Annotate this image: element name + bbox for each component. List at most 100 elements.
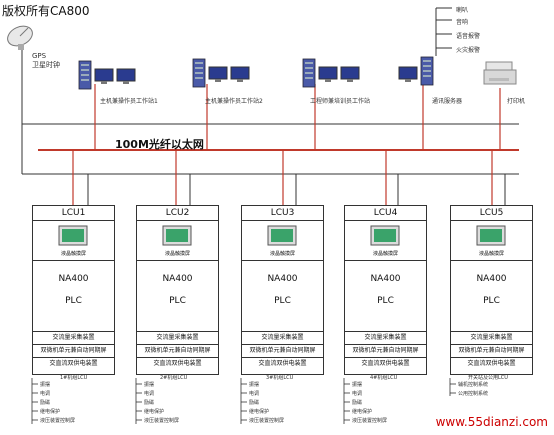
controller-model: NA400 bbox=[267, 274, 298, 284]
lcu-5: LCU5 液晶触摸屏 NA400 PLC 交流量采集装置 双微机单元兼自动同期屏… bbox=[450, 205, 533, 375]
lcu-bottom-item: 公用控制系统 bbox=[458, 391, 489, 397]
lcu-bottom-item: 液压装置控制屏 bbox=[352, 418, 388, 424]
lcu-row: 交直流双供电装置 bbox=[242, 357, 323, 371]
lcu-row: 交流量采集装置 bbox=[137, 331, 218, 345]
lcu-title: LCU3 bbox=[270, 208, 295, 218]
network-label: 100M光纤以太网 bbox=[115, 138, 204, 151]
touch-screen-icon bbox=[162, 225, 192, 246]
alarm-item-sound: 音响 bbox=[456, 19, 469, 26]
plc-label: PLC bbox=[169, 296, 186, 306]
gps-line2: 卫星时钟 bbox=[32, 61, 60, 69]
monitor-icon bbox=[116, 68, 136, 84]
touch-screen-icon bbox=[58, 225, 88, 246]
communication-server bbox=[398, 56, 438, 96]
plc-label: PLC bbox=[377, 296, 394, 306]
lcu-row: 双微机单元兼自动同期屏 bbox=[451, 344, 532, 358]
lcu-bottom-item: 电调 bbox=[352, 391, 363, 397]
alarm-item-horn: 喇叭 bbox=[456, 7, 469, 14]
touch-screen-label: 液晶触摸屏 bbox=[60, 251, 86, 257]
lcu-caption: 4#机组LCU bbox=[370, 375, 398, 381]
lcu-row: 交直流双供电装置 bbox=[137, 357, 218, 371]
monitor-icon bbox=[94, 68, 114, 84]
communication-server-label: 通讯服务器 bbox=[432, 98, 463, 105]
monitor-icon bbox=[340, 66, 360, 82]
monitor-icon bbox=[398, 66, 418, 82]
lcu-row: 交流量采集装置 bbox=[33, 331, 114, 345]
alarm-item-fire-alarm: 火灾报警 bbox=[456, 47, 481, 54]
lcu-bottom-item: 振摆 bbox=[249, 382, 260, 388]
touch-screen-icon bbox=[267, 225, 297, 246]
lcu-row: 双微机单元兼自动同期屏 bbox=[345, 344, 426, 358]
lcu-4: LCU4 液晶触摸屏 NA400 PLC 交流量采集装置 双微机单元兼自动同期屏… bbox=[344, 205, 427, 375]
touch-screen-label: 液晶触摸屏 bbox=[269, 251, 295, 257]
controller-model: NA400 bbox=[162, 274, 193, 284]
touch-screen-label: 液晶触摸屏 bbox=[164, 251, 190, 257]
lcu-bottom-item: 继电保护 bbox=[249, 409, 270, 415]
lcu-caption: 开关站及公用LCU bbox=[468, 375, 508, 381]
workstation-3-label: 工程师兼培训员工作站 bbox=[310, 98, 371, 105]
lcu-row: 交流量采集装置 bbox=[345, 331, 426, 345]
lcu-bottom-item: 辅机控制系统 bbox=[458, 382, 489, 388]
lcu-bottom-item: 液压装置控制屏 bbox=[40, 418, 76, 424]
printer-label: 打印机 bbox=[507, 98, 526, 105]
gps-line1: GPS bbox=[32, 52, 47, 60]
server-rack-icon bbox=[420, 56, 434, 86]
controller-model: NA400 bbox=[370, 274, 401, 284]
plc-label: PLC bbox=[65, 296, 82, 306]
lcu-row: 双微机单元兼自动同期屏 bbox=[137, 344, 218, 358]
alarm-item-voice-alarm: 语音报警 bbox=[456, 33, 481, 40]
server-rack-icon bbox=[78, 60, 92, 90]
monitor-icon bbox=[318, 66, 338, 82]
footer-watermark: www.55dianzi.com bbox=[435, 415, 548, 429]
lcu-bottom-item: 振摆 bbox=[40, 382, 51, 388]
lcu-caption: 2#机组LCU bbox=[160, 375, 188, 381]
lcu-2: LCU2 液晶触摸屏 NA400 PLC 交流量采集装置 双微机单元兼自动同期屏… bbox=[136, 205, 219, 375]
lcu-3: LCU3 液晶触摸屏 NA400 PLC 交流量采集装置 双微机单元兼自动同期屏… bbox=[241, 205, 324, 375]
lcu-bottom-item: 继电保护 bbox=[352, 409, 373, 415]
printer-icon bbox=[483, 61, 517, 85]
lcu-1: LCU1 液晶触摸屏 NA400 PLC 交流量采集装置 双微机单元兼自动同期屏… bbox=[32, 205, 115, 375]
lcu-row: 交直流双供电装置 bbox=[451, 357, 532, 371]
lcu-title: LCU4 bbox=[373, 208, 398, 218]
touch-screen-icon bbox=[476, 225, 506, 246]
workstation-2 bbox=[192, 58, 272, 98]
lcu-bottom-item: 振摆 bbox=[352, 382, 363, 388]
lcu-bottom-item: 继电保护 bbox=[40, 409, 61, 415]
lcu-bottom-item: 振摆 bbox=[144, 382, 155, 388]
lcu-bottom-item: 电调 bbox=[249, 391, 260, 397]
controller-model: NA400 bbox=[58, 274, 89, 284]
lcu-title: LCU5 bbox=[479, 208, 504, 218]
lcu-title: LCU1 bbox=[61, 208, 86, 218]
workstation-1-label: 主机兼操作员工作站1 bbox=[100, 98, 158, 105]
lcu-caption: 3#机组LCU bbox=[266, 375, 294, 381]
lcu-bottom-item: 液压装置控制屏 bbox=[144, 418, 180, 424]
lcu-row: 交直流双供电装置 bbox=[345, 357, 426, 371]
lcu-bottom-item: 励磁 bbox=[249, 400, 260, 406]
satellite-dish-icon bbox=[7, 25, 33, 50]
server-rack-icon bbox=[302, 58, 316, 88]
controller-model: NA400 bbox=[476, 274, 507, 284]
lcu-row: 交直流双供电装置 bbox=[33, 357, 114, 371]
workstation-2-label: 主机兼操作员工作站2 bbox=[205, 98, 263, 105]
gps-label: GPS 卫星时钟 bbox=[32, 52, 60, 70]
lcu-bottom-item: 电调 bbox=[144, 391, 155, 397]
lcu-bottom-item: 励磁 bbox=[144, 400, 155, 406]
touch-screen-label: 液晶触摸屏 bbox=[478, 251, 504, 257]
lcu-row: 交流量采集装置 bbox=[451, 331, 532, 345]
lcu-row: 双微机单元兼自动同期屏 bbox=[242, 344, 323, 358]
lcu-bottom-item: 电调 bbox=[40, 391, 51, 397]
lcu-row: 双微机单元兼自动同期屏 bbox=[33, 344, 114, 358]
plc-label: PLC bbox=[483, 296, 500, 306]
lcu-bottom-item: 励磁 bbox=[352, 400, 363, 406]
lcu-bottom-item: 液压装置控制屏 bbox=[249, 418, 285, 424]
monitor-icon bbox=[230, 66, 250, 82]
workstation-3 bbox=[302, 58, 382, 98]
copyright-header: 版权所有CA800 bbox=[2, 4, 90, 18]
lcu-caption: 1#机组LCU bbox=[60, 375, 88, 381]
server-rack-icon bbox=[192, 58, 206, 88]
touch-screen-label: 液晶触摸屏 bbox=[372, 251, 398, 257]
touch-screen-icon bbox=[370, 225, 400, 246]
lcu-bottom-item: 继电保护 bbox=[144, 409, 165, 415]
lcu-title: LCU2 bbox=[165, 208, 190, 218]
